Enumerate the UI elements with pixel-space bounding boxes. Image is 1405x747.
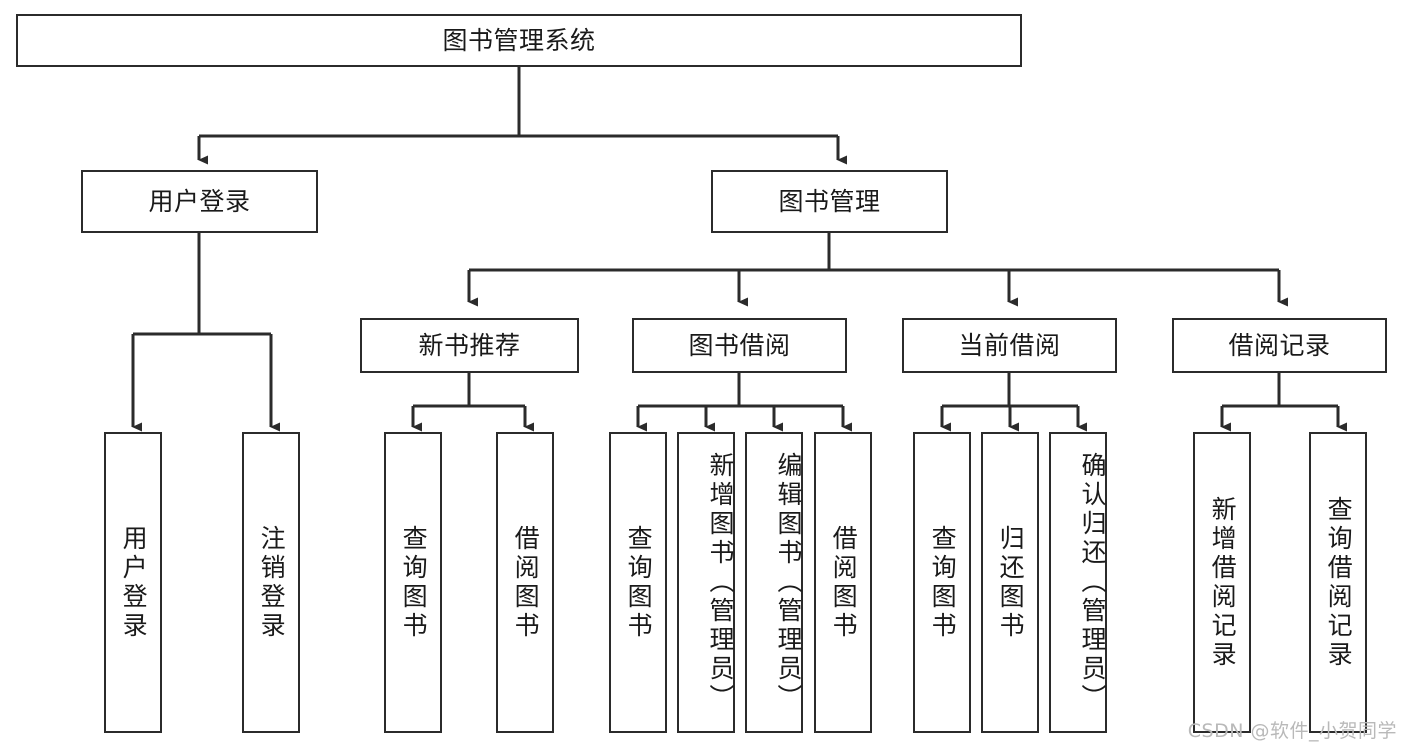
- node-root-system[interactable]: 图书管理系统: [16, 14, 1022, 67]
- node-label: 新增图书（管理员）: [706, 452, 735, 713]
- node-book-borrow[interactable]: 图书借阅: [632, 318, 847, 373]
- node-label: 新书推荐: [418, 330, 521, 360]
- leaf-current-borrow-query-book[interactable]: 查询图书: [913, 432, 971, 733]
- leaf-borrow-record-add-record[interactable]: 新增借阅记录: [1193, 432, 1251, 733]
- leaf-new-book-borrow-book[interactable]: 借阅图书: [496, 432, 554, 733]
- node-label: 归还图书: [996, 524, 1026, 641]
- node-label: 借阅记录: [1228, 330, 1331, 360]
- leaf-book-borrow-query-book[interactable]: 查询图书: [609, 432, 667, 733]
- node-label: 编辑图书（管理员）: [774, 452, 803, 713]
- node-current-borrow[interactable]: 当前借阅: [902, 318, 1117, 373]
- leaf-book-borrow-add-book-admin[interactable]: 新增图书（管理员）: [677, 432, 735, 733]
- leaf-new-book-query-book[interactable]: 查询图书: [384, 432, 442, 733]
- leaf-current-borrow-confirm-return-admin[interactable]: 确认归还（管理员）: [1049, 432, 1107, 733]
- node-book-management[interactable]: 图书管理: [711, 170, 948, 233]
- node-user-login[interactable]: 用户登录: [81, 170, 318, 233]
- node-label: 用户登录: [119, 524, 149, 641]
- node-label: 注销登录: [257, 524, 287, 641]
- leaf-user-login-logout[interactable]: 注销登录: [242, 432, 300, 733]
- node-label: 查询借阅记录: [1324, 495, 1354, 670]
- node-label: 新增借阅记录: [1208, 495, 1238, 670]
- leaf-book-borrow-borrow-book[interactable]: 借阅图书: [814, 432, 872, 733]
- node-label: 查询图书: [928, 524, 958, 641]
- node-label: 图书管理系统: [442, 25, 596, 55]
- leaf-borrow-record-query-record[interactable]: 查询借阅记录: [1309, 432, 1367, 733]
- leaf-user-login-login[interactable]: 用户登录: [104, 432, 162, 733]
- watermark: CSDN @软件_小贺同学: [1187, 720, 1397, 742]
- node-label: 查询图书: [624, 524, 654, 641]
- node-new-book-recommend[interactable]: 新书推荐: [360, 318, 579, 373]
- node-label: 借阅图书: [511, 524, 541, 641]
- node-label: 图书借阅: [688, 330, 791, 360]
- node-label: 确认归还（管理员）: [1078, 452, 1107, 713]
- leaf-book-borrow-edit-book-admin[interactable]: 编辑图书（管理员）: [745, 432, 803, 733]
- node-label: 图书管理: [778, 186, 881, 216]
- node-borrow-record[interactable]: 借阅记录: [1172, 318, 1387, 373]
- node-label: 当前借阅: [958, 330, 1061, 360]
- leaf-current-borrow-return-book[interactable]: 归还图书: [981, 432, 1039, 733]
- node-label: 用户登录: [148, 186, 251, 216]
- node-label: 借阅图书: [829, 524, 859, 641]
- node-label: 查询图书: [399, 524, 429, 641]
